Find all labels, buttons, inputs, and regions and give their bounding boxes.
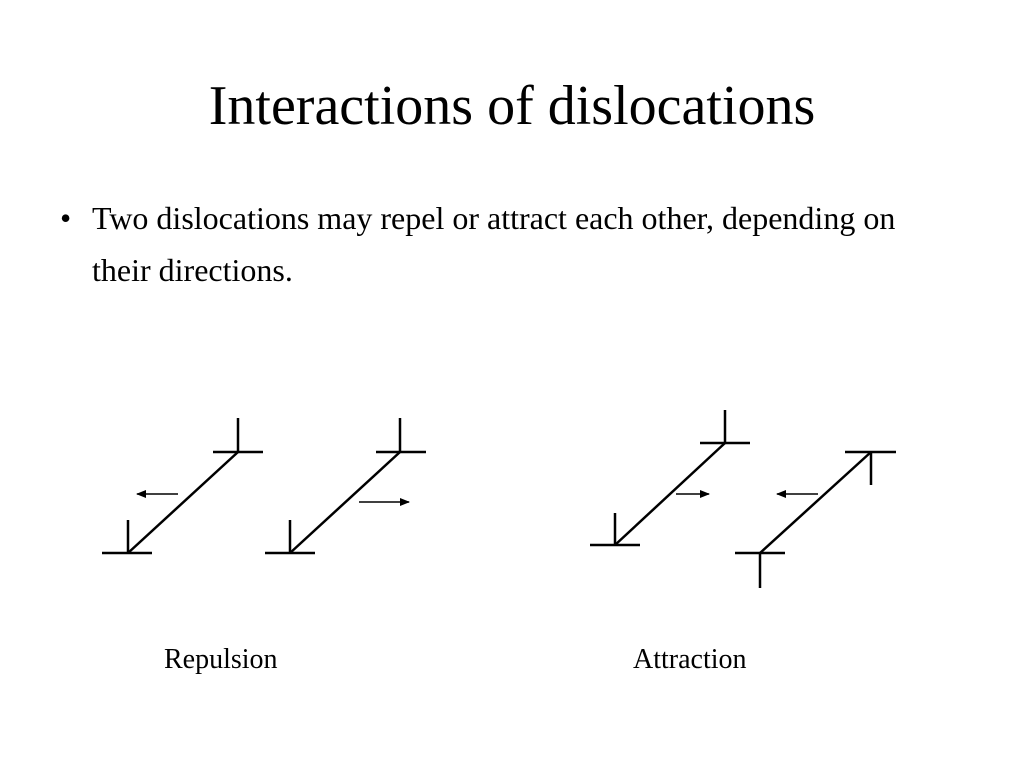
repulsion-dislocation-right <box>265 418 426 555</box>
repulsion-group <box>102 418 426 555</box>
slip-line <box>614 442 726 546</box>
bullet-marker: • <box>60 200 72 236</box>
bullet-item: • Two dislocations may repel or attract … <box>60 192 960 296</box>
dislocation-symbol-lower <box>590 513 640 547</box>
slide-title: Interactions of dislocations <box>208 75 816 137</box>
slip-line <box>289 451 401 554</box>
inverted-dislocation-symbol-upper <box>845 450 896 485</box>
slip-line <box>759 451 872 554</box>
bullet-text: Two dislocations may repel or attract ea… <box>92 200 896 288</box>
dislocation-symbol-lower <box>265 520 315 555</box>
dislocation-symbol-upper <box>213 418 263 454</box>
slip-line <box>127 451 239 554</box>
attraction-dislocation-right <box>735 450 896 588</box>
attraction-group <box>590 410 896 588</box>
bullet-list: • Two dislocations may repel or attract … <box>60 192 960 296</box>
caption-repulsion: Repulsion <box>164 644 278 675</box>
caption-attraction: Attraction <box>633 644 747 675</box>
dislocation-symbol-upper <box>376 418 426 454</box>
inverted-dislocation-symbol-lower <box>735 551 785 588</box>
dislocation-symbol-upper <box>700 410 750 445</box>
dislocation-symbol-lower <box>102 520 152 555</box>
repulsion-dislocation-left <box>102 418 263 555</box>
attraction-dislocation-left <box>590 410 750 547</box>
